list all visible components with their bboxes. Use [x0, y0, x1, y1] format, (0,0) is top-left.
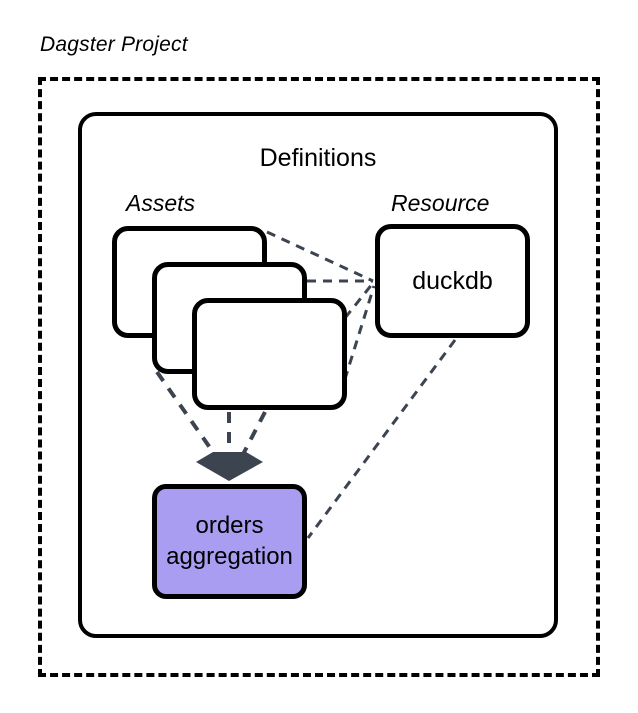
asset-card[interactable] [192, 298, 347, 410]
resource-node-duckdb[interactable]: duckdb [375, 224, 530, 338]
edge-asset1-duckdb [266, 230, 374, 283]
output-node-label-line1: orders [195, 511, 264, 539]
section-label-resource: Resource [391, 190, 490, 216]
definitions-title: Definitions [259, 144, 377, 172]
resource-node-label: duckdb [412, 266, 493, 295]
edge-asset3-duckdb [343, 282, 375, 319]
output-node-label-line2: aggregation [166, 542, 293, 570]
asset-node-orders-aggregation[interactable]: orders aggregation [152, 484, 307, 599]
diamond-arrowhead [196, 452, 263, 481]
project-title: Dagster Project [40, 33, 188, 56]
project-boundary [38, 77, 600, 677]
section-label-assets: Assets [126, 190, 196, 216]
